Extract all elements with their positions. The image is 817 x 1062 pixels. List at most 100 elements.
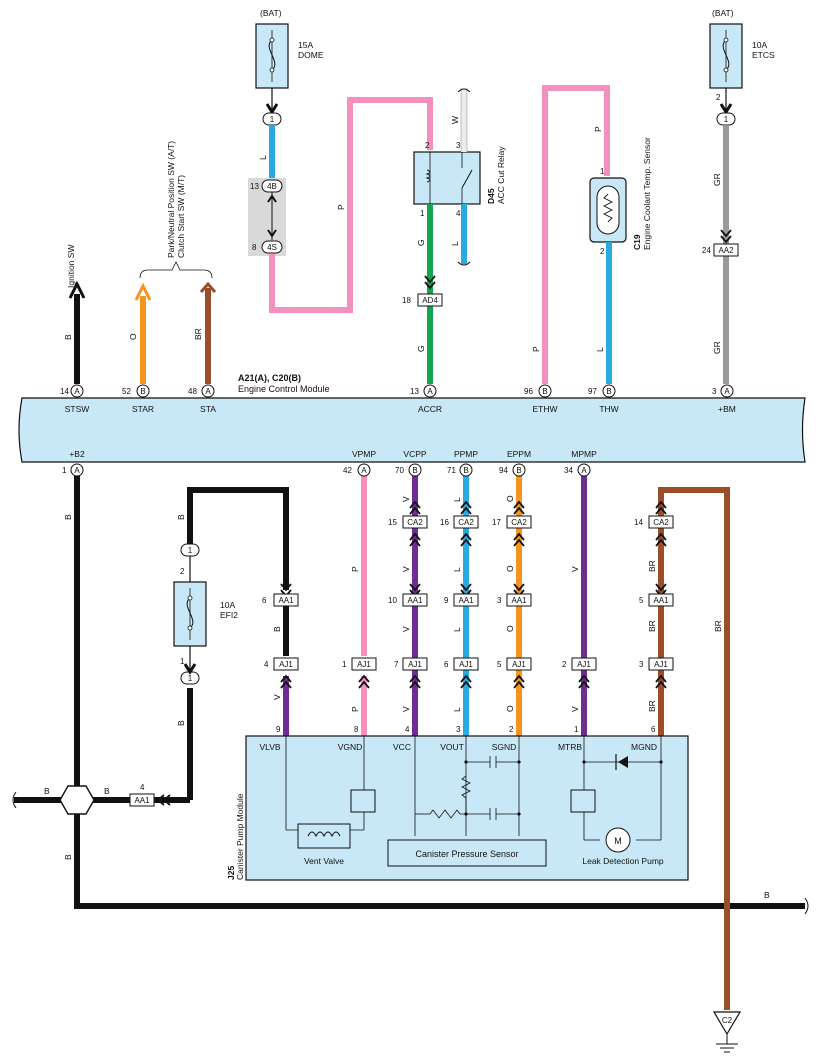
svg-text:1: 1 (62, 466, 67, 475)
svg-text:(BAT): (BAT) (712, 8, 734, 18)
svg-text:MGND: MGND (631, 742, 657, 752)
fuse-dome: (BAT) 15A DOME (255, 8, 324, 89)
svg-text:B: B (764, 890, 770, 900)
svg-text:AA1: AA1 (134, 796, 150, 805)
pressure-sensor-label: Canister Pressure Sensor (415, 849, 518, 859)
svg-text:CA2: CA2 (407, 518, 423, 527)
svg-text:3: 3 (497, 596, 502, 605)
svg-text:L: L (452, 497, 462, 502)
svg-text:ACC Cut Relay: ACC Cut Relay (496, 146, 506, 204)
svg-text:GR: GR (712, 341, 722, 354)
svg-text:96: 96 (524, 387, 533, 396)
svg-text:1: 1 (188, 546, 193, 555)
svg-text:3: 3 (456, 725, 461, 734)
svg-text:1: 1 (270, 115, 275, 124)
svg-text:5: 5 (639, 596, 644, 605)
svg-text:J25: J25 (226, 866, 236, 880)
leak-pump-label: Leak Detection Pump (582, 856, 664, 866)
svg-text:MTRB: MTRB (558, 742, 582, 752)
svg-text:CA2: CA2 (511, 518, 527, 527)
coolant-temp-sensor: 1 2 C19 Engine Coolant Temp. Sensor (589, 137, 652, 256)
svg-text:10A: 10A (220, 600, 235, 610)
svg-text:8: 8 (354, 725, 359, 734)
svg-text:1: 1 (188, 674, 193, 683)
svg-text:7: 7 (394, 660, 399, 669)
svg-text:V: V (401, 626, 411, 632)
svg-text:G: G (416, 239, 426, 246)
svg-text:4: 4 (140, 783, 145, 792)
svg-text:GR: GR (712, 173, 722, 186)
svg-text:A: A (361, 466, 367, 475)
svg-text:AJ1: AJ1 (279, 660, 293, 669)
svg-text:B: B (606, 387, 611, 396)
svg-text:G: G (416, 345, 426, 352)
svg-text:VCC: VCC (393, 742, 411, 752)
svg-text:Canister Pump Module: Canister Pump Module (235, 793, 245, 880)
svg-text:B: B (176, 514, 186, 520)
svg-text:CA2: CA2 (653, 518, 669, 527)
svg-text:94: 94 (499, 466, 508, 475)
svg-text:18: 18 (402, 296, 411, 305)
wire-starter-signal: O (128, 282, 152, 384)
svg-text:(BAT): (BAT) (260, 8, 282, 18)
svg-text:AA2: AA2 (718, 246, 734, 255)
svg-text:B: B (63, 334, 73, 340)
svg-text:2: 2 (425, 141, 430, 150)
svg-text:ETCS: ETCS (752, 50, 775, 60)
ecm-pin-label: STA (200, 404, 216, 414)
svg-text:CA2: CA2 (458, 518, 474, 527)
acc-cut-relay: 2 3 1 4 D45 ACC Cut Relay (413, 141, 506, 218)
svg-text:L: L (595, 347, 605, 352)
svg-text:AD4: AD4 (422, 296, 438, 305)
svg-text:B: B (542, 387, 547, 396)
ecm-pin-label: ACCR (418, 404, 442, 414)
svg-text:1: 1 (574, 725, 579, 734)
svg-text:13: 13 (250, 182, 259, 191)
svg-text:B: B (463, 466, 468, 475)
ecm-pin-label: +B2 (69, 449, 85, 459)
svg-text:BR: BR (193, 328, 203, 340)
engine-control-module: A21(A), C20(B) Engine Control Module STS… (18, 373, 806, 463)
ecm-pin-label: +BM (718, 404, 736, 414)
svg-text:AA1: AA1 (407, 596, 423, 605)
svg-text:B: B (104, 786, 110, 796)
svg-text:V: V (570, 706, 580, 712)
svg-text:B: B (63, 854, 73, 860)
svg-text:1: 1 (724, 115, 729, 124)
svg-text:AJ1: AJ1 (408, 660, 422, 669)
svg-text:24: 24 (702, 246, 711, 255)
clutch-sw-label: Clutch Start SW (M/T) (176, 175, 186, 258)
svg-text:8: 8 (252, 243, 257, 252)
ecm-pin-label: PPMP (454, 449, 478, 459)
svg-text:P: P (336, 204, 346, 210)
svg-text:4S: 4S (267, 243, 277, 252)
svg-text:97: 97 (588, 387, 597, 396)
svg-text:P: P (593, 126, 603, 132)
ignition-sw-label: Ignition SW (66, 245, 76, 288)
svg-text:O: O (505, 495, 515, 502)
svg-text:3: 3 (712, 387, 717, 396)
svg-text:AJ1: AJ1 (459, 660, 473, 669)
svg-text:A: A (724, 387, 730, 396)
svg-text:1: 1 (600, 167, 605, 176)
svg-text:VLVB: VLVB (259, 742, 280, 752)
svg-text:B: B (412, 466, 417, 475)
svg-text:14: 14 (634, 518, 643, 527)
svg-text:P: P (350, 706, 360, 712)
svg-text:BR: BR (647, 620, 657, 632)
svg-text:2: 2 (509, 725, 514, 734)
svg-text:4: 4 (456, 209, 461, 218)
svg-text:3: 3 (456, 141, 461, 150)
svg-text:B: B (272, 626, 282, 632)
svg-text:SGND: SGND (492, 742, 517, 752)
svg-text:V: V (570, 566, 580, 572)
svg-text:VOUT: VOUT (440, 742, 464, 752)
fuse-etcs: (BAT) 10A ETCS (709, 8, 775, 89)
svg-text:5: 5 (497, 660, 502, 669)
ecm-pin-label: VCPP (403, 449, 426, 459)
svg-text:10: 10 (388, 596, 397, 605)
svg-text:EFI2: EFI2 (220, 610, 238, 620)
svg-text:BR: BR (647, 560, 657, 572)
fuse-efi2: 10A EFI2 (173, 581, 238, 647)
